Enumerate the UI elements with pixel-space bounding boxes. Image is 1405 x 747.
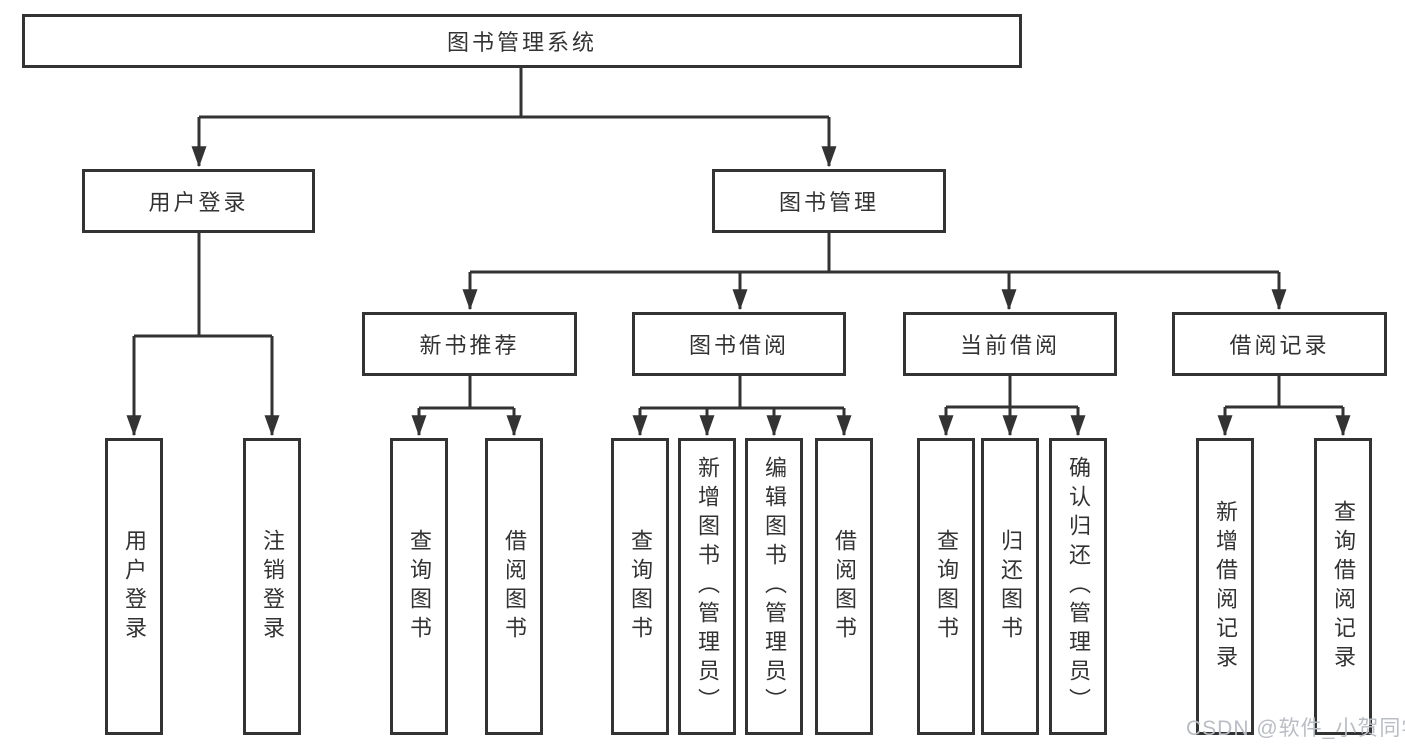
leaf-label: 新增图书（管理员） [695,456,720,717]
leaf-label: 借阅图书 [502,528,527,645]
leaf-label: 归还图书 [998,528,1023,645]
leaf-query-books-borrow: 查询图书 [611,438,669,735]
leaf-query-books-current: 查询图书 [917,438,975,735]
leaf-label: 查询借阅记录 [1331,499,1356,674]
leaf-edit-book-admin: 编辑图书（管理员） [745,438,803,735]
leaf-return-book: 归还图书 [981,438,1039,735]
node-new-book-recommend: 新书推荐 [362,312,577,376]
leaf-query-books-recommend: 查询图书 [390,438,448,735]
node-borrow-records: 借阅记录 [1172,312,1387,376]
leaf-label: 用户登录 [122,528,147,645]
leaf-label: 注销登录 [260,528,285,645]
leaf-confirm-return-admin: 确认归还（管理员） [1049,438,1107,735]
leaf-label: 查询图书 [407,528,432,645]
leaf-label: 借阅图书 [832,528,857,645]
leaf-label: 编辑图书（管理员） [762,456,787,717]
node-user-login: 用户登录 [82,169,315,233]
leaf-label: 查询图书 [628,528,653,645]
leaf-logout: 注销登录 [243,438,301,735]
leaf-user-login: 用户登录 [105,438,163,735]
node-book-borrow: 图书借阅 [632,312,846,376]
node-current-borrow: 当前借阅 [903,312,1117,376]
watermark: CSDN @软件_小贺同学 [1186,717,1405,740]
leaf-borrow-books-recommend: 借阅图书 [485,438,543,735]
leaf-add-book-admin: 新增图书（管理员） [678,438,736,735]
leaf-label: 确认归还（管理员） [1066,456,1091,717]
leaf-borrow-books: 借阅图书 [815,438,873,735]
leaf-query-borrow-record: 查询借阅记录 [1314,438,1372,735]
node-book-management: 图书管理 [712,169,946,233]
leaf-label: 新增借阅记录 [1213,499,1238,674]
node-root: 图书管理系统 [22,14,1022,68]
leaf-add-borrow-record: 新增借阅记录 [1196,438,1254,735]
leaf-label: 查询图书 [934,528,959,645]
